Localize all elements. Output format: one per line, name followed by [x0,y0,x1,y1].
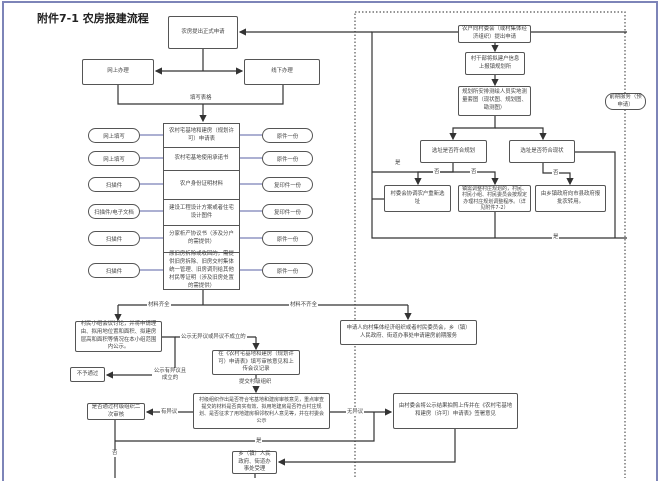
left-pill: 网上填写 [88,151,140,166]
page-title: 附件7-1 农房报建流程 [37,12,149,25]
no-label: 否 [111,450,119,458]
reject-box: 不予通过 [70,367,105,382]
materials-stack: 农村宅基地和建房（规划许可）申请表 农村宅基地使用承诺书 农户身份证明材料 建设… [163,123,240,290]
left-pill: 扫描件 [88,231,140,246]
no-objection-pub-label: 公示无异议或异议不成立的 [180,334,247,342]
plan-check-box: 选址是否符合规划 [420,140,487,163]
has-objection-label: 有异议 [160,409,179,417]
material-item: 农户身份证明材料 [164,171,239,200]
no-objection-label: 无异议 [346,409,365,417]
online-box: 网上办理 [82,59,154,85]
left-pill: 扫描件 [88,263,140,278]
pre-step2-box: 村干部将拟建户信息上报镇规划所 [465,52,525,75]
material-item: 农村宅基地和建房（规划许可）申请表 [164,124,239,148]
fill-form-label: 填写表格 [189,95,213,103]
right-pill: 复印件一份 [262,204,313,219]
pre-no-label: 否 [470,169,478,177]
fill-opinion-box: 在《农村宅基地和建房（规划许可）申请表》填写审核意见和上传会议记录 [212,350,300,375]
town-gov-box: 乡（镇）人民政府、街道办事处受理 [232,451,277,474]
pre-service-apply-box: 申请人向村集体经济组织或者村民委员会，乡（镇）人民政府、街道办事处申请建房前期服… [340,320,477,345]
submit-village-label: 提交村级组织 [238,379,273,387]
offline-box: 线下办理 [244,59,320,85]
right-pill: 复印件一份 [262,177,313,192]
pre-yes-label: 是 [394,160,402,168]
apply-box: 农房提出正式申请 [168,16,238,49]
group-meeting-box: 村民小组会议讨论，并将申请理由、拟用地位置和面积、拟建房层高和面积等情况在本小组… [75,321,162,352]
adjust-plan-box: 镇需调整村庄规划的，村民、村民小组、村民委员会按规定办理村庄规划调整程序。（详见… [458,185,531,212]
committee-upload-box: 由村委会将公示结果拍照上传并在《农村宅基地和建房（许可）申请表》签署意见 [393,393,518,429]
right-pill: 原件一份 [262,128,313,143]
material-item: 原旧房拆除或收回的，需提供旧房拆除、旧房交村集体统一管理、旧房调剂给其他村民等证… [169,251,234,289]
pre-yes-label: 是 [552,234,560,242]
yes-label: 是 [255,438,263,446]
pre-no-label: 否 [433,169,441,177]
objection-pub-label: 公示有异议且成立的 [152,368,188,383]
left-pill: 扫描件/电子文档 [88,204,140,219]
reselect-box: 村委会协调农户重新选址 [384,185,451,212]
material-item: 农村宅基地使用承诺书 [164,148,239,171]
left-pill: 网上填写 [88,128,140,143]
second-review-box: 是否通过村级组织二次审核 [87,403,145,420]
material-item: 建设工程设计方案或者住宅设计图件 [164,200,239,226]
right-pill: 原件一份 [262,263,313,278]
incomplete-label: 材料不齐全 [289,302,318,310]
material-item: 分家析产协议书（涉及分户的需提供） [164,226,239,253]
left-pill: 扫描件 [88,177,140,192]
right-pill: 原件一份 [262,231,313,246]
pre-step3-box: 规划所安排测绘人员实地测量套图（现状图、规划图、勘测图） [458,86,531,116]
village-review-box: 村级组织作出是否符合宅基地和建房审核意见，重点审查提交的材料是否真实有效、拟用地… [193,393,330,429]
complete-label: 材料齐全 [147,302,171,310]
pre-no-label: 否 [552,170,560,178]
pre-service-label: 前期服务（预申请） [605,93,646,110]
convert-box: 由乡镇政府向市县政府报批农转用。 [535,185,606,212]
status-check-box: 选址是否符合现状 [509,140,575,163]
pre-step1-box: 农户向村委会（或村集体经济组织）提出申请 [458,25,531,43]
right-pill: 原件一份 [262,151,313,166]
